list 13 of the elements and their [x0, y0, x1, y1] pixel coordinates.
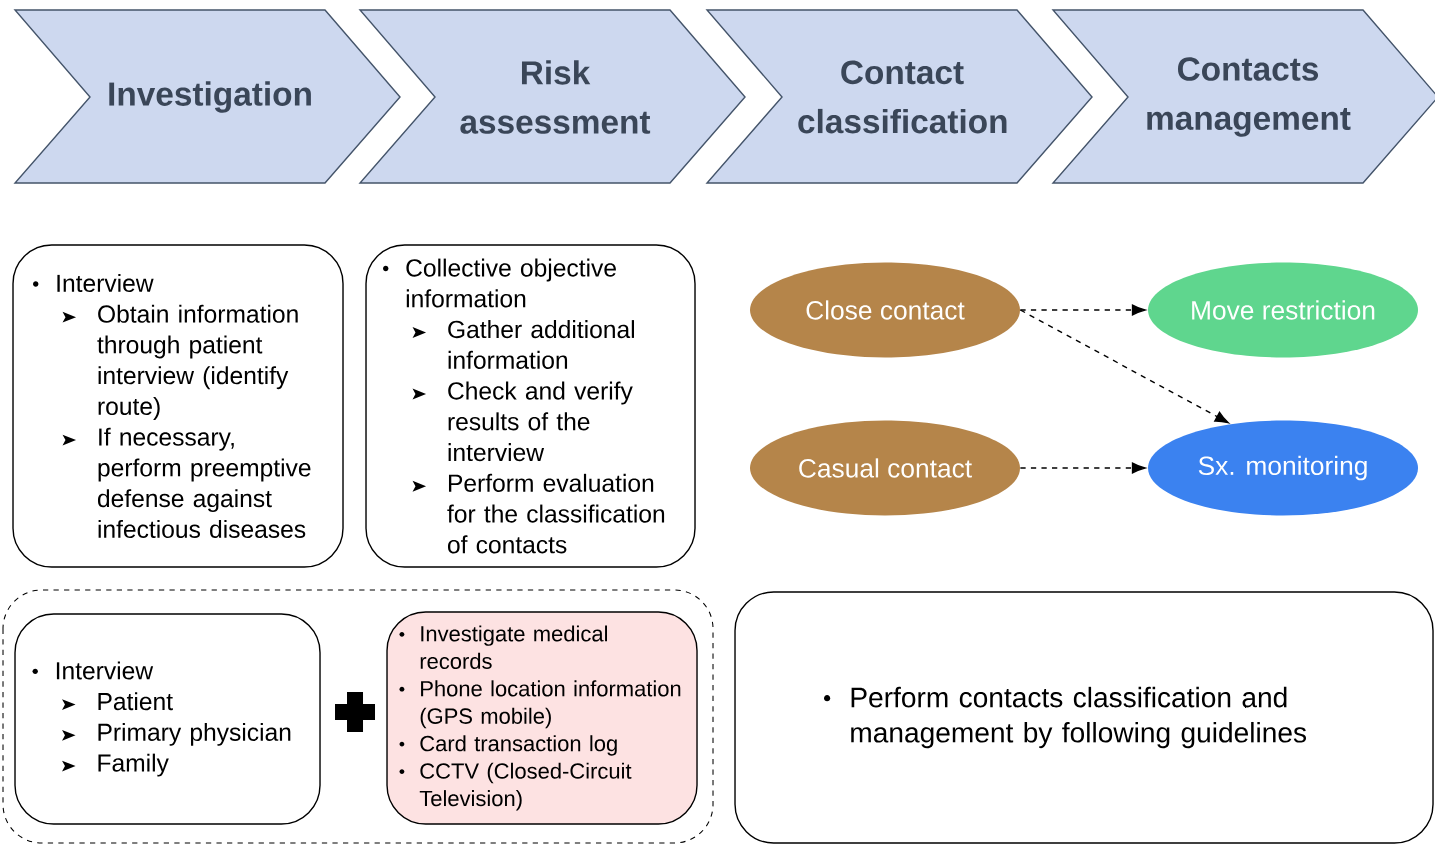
arrow: [1019, 462, 1146, 474]
group-box: [2, 589, 714, 844]
text-box: Interview Obtain information through patient interview (identify route) If necessary, perform preemptive defense against infectious diseases: [12, 244, 344, 568]
text-box: Investigate medical records Phone location information (GPS mobile) Card transaction log CCTV (Closed-Circuit Television): [386, 611, 698, 825]
step-banner: Contacts management: [1051, 9, 1435, 184]
text-box: Interview Patient Primary physician Family: [14, 613, 321, 825]
step-banner: Contact classification: [705, 9, 1093, 184]
step-banner: Risk assessment: [358, 9, 746, 184]
arrow: [1019, 304, 1146, 316]
step-banner: Investigation: [13, 9, 401, 184]
text-box: Collective objective information Gather additional information Check and verify results of the interview Perform evaluation for the classification of contacts: [365, 244, 696, 568]
text-box: Perform contacts classification and management by following guidelines: [734, 591, 1434, 844]
arrow: [1019, 309, 1229, 424]
